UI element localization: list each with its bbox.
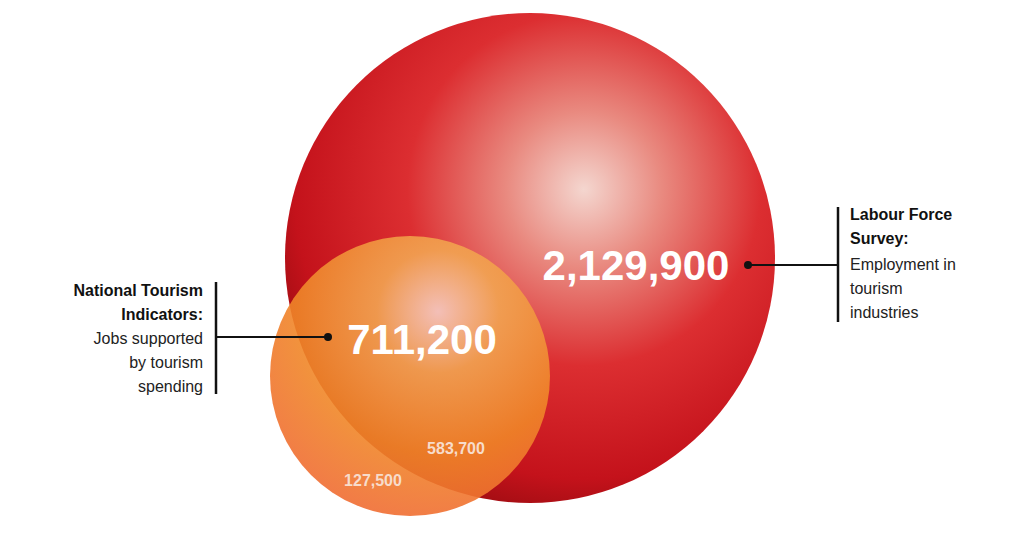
text-holder: 711,200 xyxy=(343,316,501,364)
value-number: 711,200 xyxy=(343,316,501,364)
segment-number: 583,700 xyxy=(424,439,488,459)
text-holder: 583,700 xyxy=(424,439,488,459)
sphere-node: 711,200National Tourism Indicators:Jobs … xyxy=(270,236,550,516)
text-holder: 2,129,900 xyxy=(539,242,734,290)
value-number: 2,129,900 xyxy=(539,242,734,290)
segment-number: 127,500 xyxy=(341,471,405,491)
sphere-fill xyxy=(270,236,550,516)
series-heading: National Tourism Indicators: xyxy=(53,279,203,327)
text-holder: Jobs supported by tourism spending xyxy=(83,327,203,399)
text-holder: Employment in tourism industries xyxy=(850,253,970,325)
leader-line xyxy=(750,264,838,266)
leader-dot xyxy=(324,333,332,341)
leader-line xyxy=(216,336,326,338)
series-heading: Labour Force Survey: xyxy=(850,203,975,251)
series-description: Employment in tourism industries xyxy=(850,253,970,325)
series-description: Jobs supported by tourism spending xyxy=(83,327,203,399)
text-holder: 127,500 xyxy=(341,471,405,491)
text-holder: Labour Force Survey: xyxy=(850,203,975,251)
sphere-shape xyxy=(270,236,550,516)
leader-dot xyxy=(744,261,752,269)
text-holder: National Tourism Indicators: xyxy=(53,279,203,327)
